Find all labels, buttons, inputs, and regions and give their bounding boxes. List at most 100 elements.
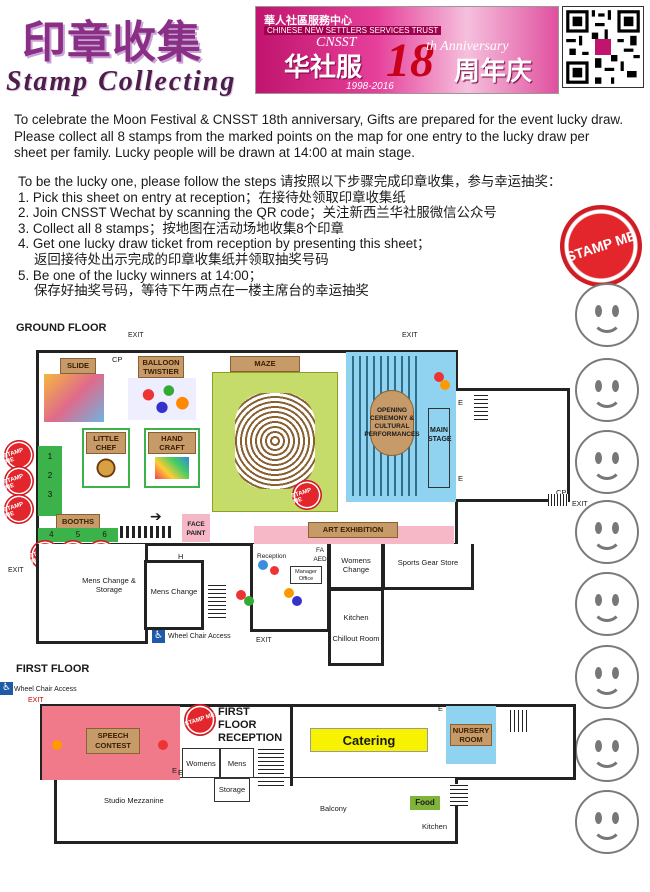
stamp-slot-smiley-7[interactable] [575,718,639,782]
balcony-label: Balcony [320,804,347,813]
chillout-label: Chillout Room [332,634,380,643]
storage-room: Storage [214,778,250,802]
hand-craft-label: HAND CRAFT [148,432,196,454]
step-2: 2. Join CNSST Wechat by scanning the QR … [18,205,497,221]
first-floor-wheelchair-label: Wheel Chair Access [14,686,77,693]
stamp-slot-smiley-2[interactable] [575,358,639,422]
e-label: E [458,474,464,483]
manager-office-label: Manager Office [295,569,317,582]
mens-label: Mens [227,759,247,768]
food-label: Food [410,796,440,810]
exit-sign-west: EXIT [8,567,24,574]
hand-craft-area: HAND CRAFT [144,428,200,488]
art-exhibition-label: ART EXHIBITION [308,522,398,538]
balloon-icon [158,740,168,750]
exit-sign-top-left: EXIT [128,332,144,339]
booth-1: 1 [47,452,53,461]
manager-office: Manager Office [290,566,322,584]
step-3: 3. Collect all 8 stamps；按地图在活动场地收集8个印章 [18,220,344,236]
banner-anniversary: th Anniversary [426,39,509,54]
stamp-slot-smiley-8[interactable] [575,790,639,854]
nursery-room: NURSERY ROOM [446,706,496,764]
exit-sign-south: EXIT [256,637,272,644]
qr-code-icon[interactable] [562,6,644,88]
mens-change-room: Mens Change [144,560,204,630]
little-chef-label: LITTLE CHEF [86,432,126,454]
stairs-east-first [510,710,530,732]
stamp-slot-smiley-6[interactable] [575,645,639,709]
title-chinese: 印章收集 [22,18,202,67]
first-floor-lower [54,778,458,844]
fa-aed-label: FA AED [313,547,327,563]
stamp-slot-smiley-3[interactable] [575,430,639,494]
studio-mezzanine-label: Studio Mezzanine [104,796,164,805]
stairs-cp [548,494,568,506]
intro-paragraph: To celebrate the Moon Festival & CNSST 1… [14,112,624,161]
step-1: 1. Pick this sheet on entry at reception… [18,189,406,205]
balloon-icon [440,380,450,390]
banner-cnsst: CNSST [316,35,357,50]
maze-picture [235,393,315,489]
balloon-twistier-label: BALLOON TWISTIER [138,356,184,378]
ground-floor-label: GROUND FLOOR [16,322,107,334]
balloon-picture [128,378,196,420]
cp-label-east: CP [556,488,567,497]
banner-left-cn: 华社服 [284,52,363,82]
sports-gear-label: Sports Gear Store [397,558,459,567]
first-floor-divider [290,706,293,786]
e-label: E [178,768,184,777]
info-icon [258,560,268,570]
first-floor-exit: EXIT [28,697,44,704]
banner-years: 1998-2016 [346,81,394,92]
slide-label: SLIDE [60,358,96,374]
storage-label: Storage [218,785,246,794]
face-paint-area: FACE PAINT [182,514,210,542]
womens-room: Womens [182,748,220,778]
banner-org-cn: 華人社區服務中心 [264,15,352,27]
booths-column: 1 2 3 [38,446,62,516]
banner-right-cn: 周年庆 [454,56,533,86]
h-label: H [178,552,184,561]
mens-room: Mens [220,748,254,778]
balloon-icon [434,372,444,382]
reception-label: Reception [257,553,287,560]
mens-change-storage-label: Mens Change & Storage [82,576,136,594]
stamp-slot-smiley-4[interactable] [575,500,639,564]
booth-2: 2 [47,471,53,480]
booths-row: 4 5 6 [38,528,118,542]
stairs-east [474,394,488,420]
banner-org-en: CHINESE NEW SETTLERS SERVICES TRUST [264,26,442,35]
main-stage-label: MAIN STAGE [428,427,452,443]
mens-change-storage-room: Mens Change & Storage [36,544,148,644]
stamp-slot-smiley-1[interactable] [575,283,639,347]
balloon-icon [244,596,254,606]
wheelchair-icon: ♿ [152,630,165,643]
balloon-icon [292,596,302,606]
main-stage-box [428,408,450,488]
stairs-south-east [450,784,468,806]
kitchen-label: Kitchen [343,613,369,622]
opening-ceremony-label: OPENING CEREMONY & CULTURAL PERFORMANCES [364,390,420,456]
first-floor-reception-label: FIRST FLOOR RECEPTION [218,706,283,744]
steps-list: To be the lucky one, please follow the s… [18,174,578,299]
step-4: 4. Get one lucky draw ticket from recept… [18,236,431,252]
first-floor-kitchen-label: Kitchen [422,822,448,831]
hand-craft-picture [155,457,189,479]
banner-number: 18 [386,34,434,87]
sports-gear-store: Sports Gear Store [382,544,474,590]
balloon-icon [236,590,246,600]
stamp-slot-smiley-5[interactable] [575,572,639,636]
womens-change-room: Womens Change [328,544,384,590]
booth-4: 4 [49,530,54,539]
maze-label: MAZE [230,356,300,372]
e-label: E [172,766,178,775]
stairs-center [208,582,226,618]
opening-ceremony-text: OPENING CEREMONY & CULTURAL PERFORMANCES [364,407,420,438]
nursery-label: NURSERY ROOM [450,724,492,746]
step-4-cn: 返回接待处出示完成的印章收集纸并领取抽奖号码 [34,251,329,267]
balloon-icon [52,740,62,750]
womens-change-label: Womens Change [341,556,371,574]
queue-figures [120,526,174,538]
stage-area: OPENING CEREMONY & CULTURAL PERFORMANCES… [346,352,456,502]
slide-picture [44,374,104,422]
